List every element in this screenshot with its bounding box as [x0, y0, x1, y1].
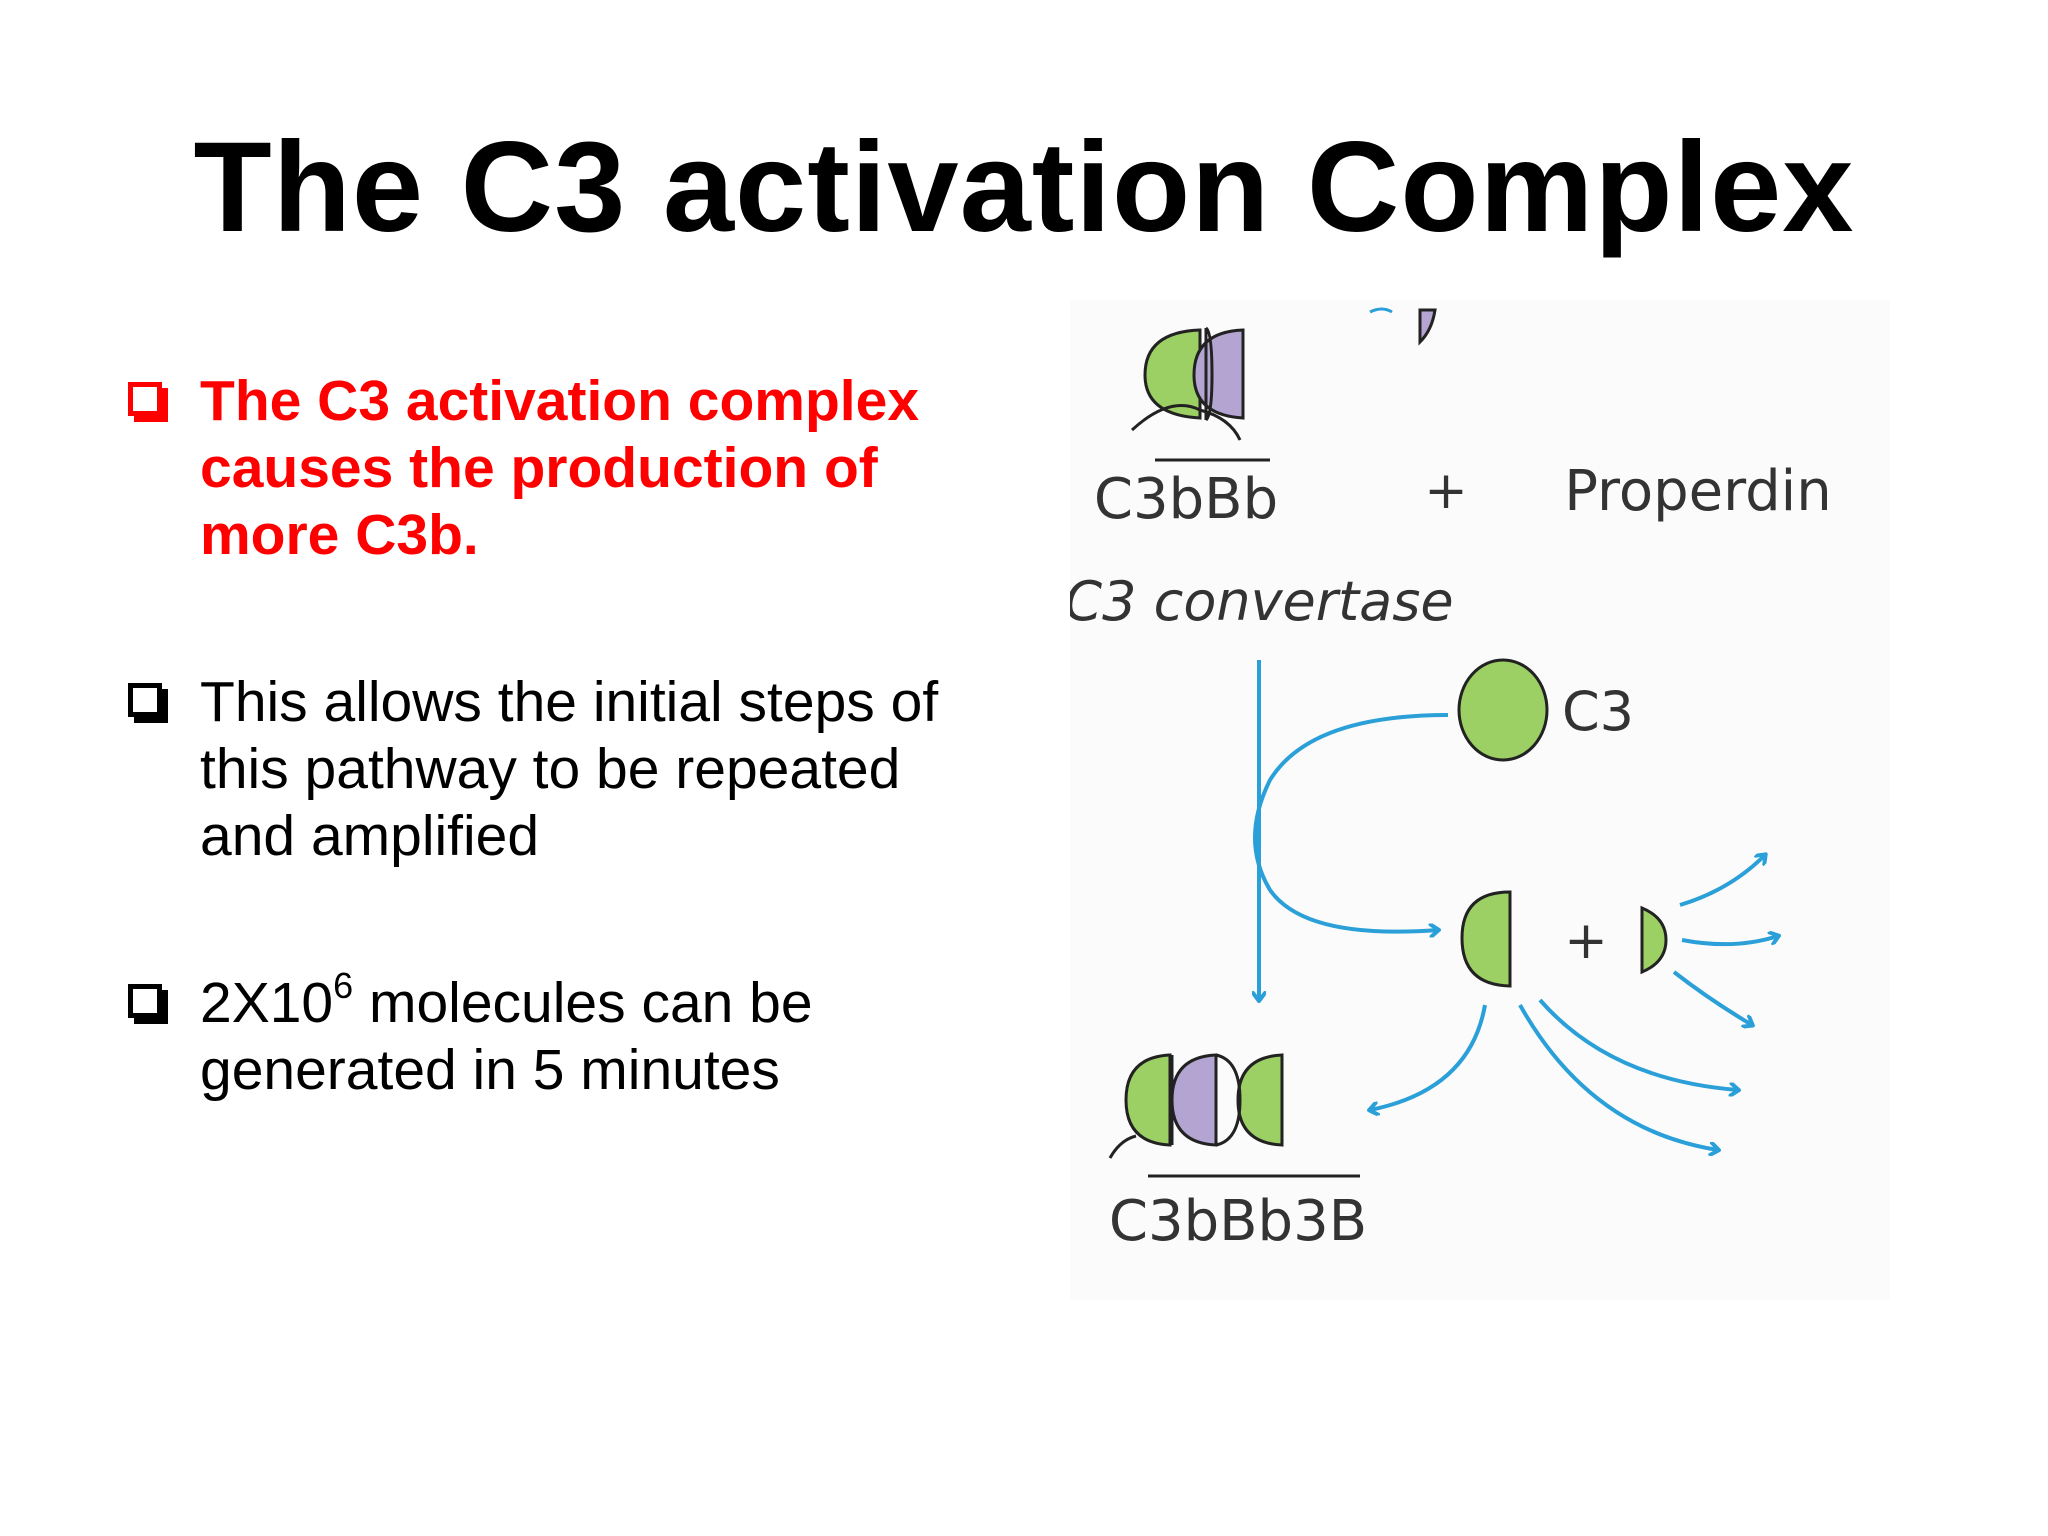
bullet-exponent: 6 — [333, 965, 354, 1006]
c3bbb3b-label: C3bBb3B — [1109, 1189, 1367, 1254]
properdin-label: Properdin — [1564, 459, 1831, 524]
bullet-text-prefix: 2X10 — [200, 971, 334, 1035]
bullet-item-c3-activation: The C3 activation complex causes the pro… — [124, 368, 984, 569]
c3b-arrow-2 — [1518, 1004, 1718, 1150]
c3-cleavage-curve — [1253, 713, 1449, 932]
c3b-arrow-1 — [1538, 998, 1738, 1090]
c3bbb-complex-icon — [1130, 326, 1270, 462]
bullet-text: This allows the initial steps of this pa… — [200, 670, 939, 868]
bullet-list: The C3 activation complex causes the pro… — [124, 368, 984, 1104]
plus-top-label: + — [1424, 461, 1468, 521]
c3b-arrow-to-complex — [1370, 1004, 1487, 1110]
bullet-text-suffix: molecules can be generated in 5 minutes — [200, 971, 813, 1102]
c3-label: C3 — [1562, 680, 1634, 743]
c3b-fragment-icon — [1460, 890, 1512, 988]
slide-title: The C3 activation Complex — [193, 116, 1855, 259]
c3bbb3b-complex-icon — [1108, 1053, 1360, 1178]
checkbox-bullet-icon — [128, 984, 162, 1018]
checkbox-bullet-icon — [128, 683, 162, 717]
c3a-fragment-icon — [1640, 905, 1668, 975]
convertase-label: C3 convertase — [1070, 570, 1454, 633]
bullet-item-molecules: 2X106 molecules can be generated in 5 mi… — [124, 968, 984, 1104]
checkbox-bullet-icon — [128, 382, 162, 416]
c3-convertase-diagram: C3bBb + Properdin C3 convertase C3 + — [1070, 307, 1832, 1254]
bullet-text: The C3 activation complex causes the pro… — [200, 369, 920, 567]
c3a-arrow-2 — [1681, 936, 1778, 947]
c3a-arrow-3 — [1672, 970, 1752, 1025]
c3-circle-icon — [1457, 658, 1549, 762]
c3bbb-label: C3bBb — [1094, 467, 1278, 532]
c3a-arrow-1 — [1679, 855, 1765, 907]
bb-fragment-icon — [1418, 308, 1437, 346]
bullet-item-amplified: This allows the initial steps of this pa… — [124, 669, 984, 870]
cut-fragment-icon — [1369, 307, 1393, 314]
plus-mid-label: + — [1564, 911, 1608, 971]
